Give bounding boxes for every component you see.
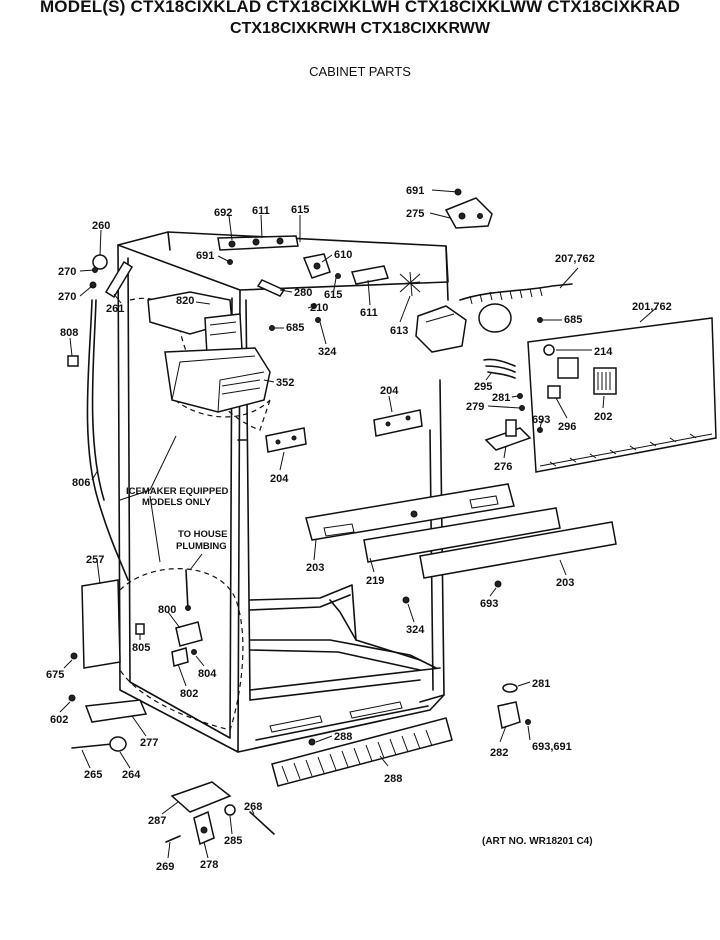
part-label: 691 [196, 250, 214, 262]
part-label: 261 [106, 303, 124, 315]
part-label: 260 [92, 220, 110, 232]
part-label: 287 [148, 815, 166, 827]
part-label: 675 [46, 669, 64, 681]
part-label: 285 [224, 835, 242, 847]
model-numbers-line-2: CTX18CIXKRWH CTX18CIXKRWW [230, 20, 490, 37]
part-label: 615 [324, 289, 342, 301]
part-label: 207,762 [555, 253, 595, 265]
part-label: 693 [532, 414, 550, 426]
lower-parts [165, 683, 531, 846]
icemaker-assembly [147, 291, 271, 413]
part-label: 820 [176, 295, 194, 307]
part-label: 602 [50, 714, 68, 726]
leader-lines [59, 189, 657, 859]
part-label: 202 [594, 411, 612, 423]
part-label: 280 [294, 287, 312, 299]
part-label: 610 [334, 249, 352, 261]
shelf-brackets [265, 409, 423, 453]
plumbing-note-line-2: PLUMBING [176, 541, 227, 552]
part-label: 270 [58, 266, 76, 278]
part-label: 324 [318, 346, 337, 358]
water-line-parts [67, 299, 203, 752]
part-label: 268 [244, 801, 262, 813]
part-label: 201,762 [632, 301, 672, 313]
section-title: CABINET PARTS [309, 64, 411, 79]
part-label: 277 [140, 737, 158, 749]
part-label: 800 [158, 604, 176, 616]
part-label: 204 [270, 473, 289, 485]
part-label: 324 [406, 624, 425, 636]
part-label: 685 [564, 314, 582, 326]
icemaker-note-line-1: ICEMAKER EQUIPPED [126, 486, 229, 497]
part-label: 611 [360, 307, 378, 319]
part-label: 204 [380, 385, 399, 397]
part-label: 802 [180, 688, 198, 700]
part-label: 288 [384, 773, 402, 785]
part-label: 806 [72, 477, 90, 489]
part-label: 804 [198, 668, 217, 680]
part-label: 279 [466, 401, 484, 413]
part-label: 281 [532, 678, 550, 690]
part-label: 295 [474, 381, 492, 393]
part-label: 693,691 [532, 741, 572, 753]
part-label: 611 [252, 205, 270, 217]
icemaker-note-line-2: MODELS ONLY [142, 497, 211, 508]
part-label: 275 [406, 208, 424, 220]
front-rails [305, 483, 617, 579]
part-label: 270 [58, 291, 76, 303]
part-label: 692 [214, 207, 232, 219]
part-label: 296 [558, 421, 576, 433]
part-label: 265 [84, 769, 102, 781]
part-label: 282 [490, 747, 508, 759]
model-numbers-line-1: MODEL(S) CTX18CIXKLAD CTX18CIXKLWH CTX18… [39, 0, 681, 16]
part-label: 288 [334, 731, 352, 743]
art-number: (ART NO. WR18201 C4) [482, 836, 593, 847]
part-label: 691 [406, 185, 424, 197]
part-label: 615 [291, 204, 309, 216]
part-label: 693 [480, 598, 498, 610]
part-label: 685 [286, 322, 304, 334]
part-label: 278 [200, 859, 218, 871]
plumbing-note-line-1: TO HOUSE [178, 529, 227, 540]
part-label: 276 [494, 461, 512, 473]
part-label: 808 [60, 327, 78, 339]
part-label: 269 [156, 861, 174, 873]
part-label: 203 [556, 577, 574, 589]
control-area-parts [89, 188, 573, 353]
part-label: 281 [492, 392, 510, 404]
part-label: 257 [86, 554, 104, 566]
part-label: 352 [276, 377, 294, 389]
cabinet-shell [117, 231, 449, 753]
part-label: 264 [122, 769, 141, 781]
part-label: 613 [390, 325, 408, 337]
part-label: 210 [310, 302, 328, 314]
part-number-labels: 691 275 692 611 615 691 610 260 270 270 … [46, 185, 672, 873]
part-label: 805 [132, 642, 150, 654]
part-label: 214 [594, 346, 613, 358]
control-panel [483, 317, 717, 473]
part-label: 203 [306, 562, 324, 574]
part-label: 219 [366, 575, 384, 587]
